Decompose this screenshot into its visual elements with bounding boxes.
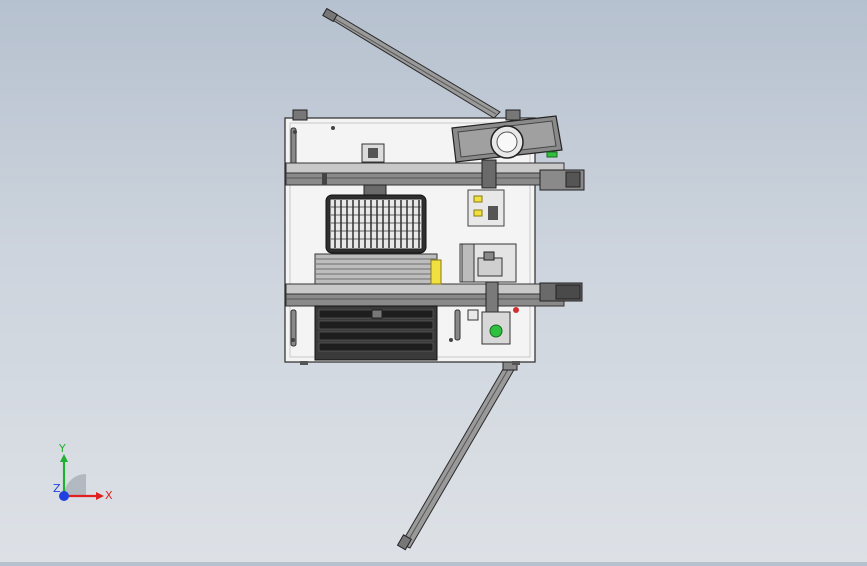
top-bracket[interactable] bbox=[361, 143, 385, 163]
lower-rail[interactable] bbox=[285, 282, 583, 307]
x-axis-label: X bbox=[105, 489, 113, 502]
grid-tray[interactable] bbox=[325, 194, 427, 254]
orientation-triad: X Y Z bbox=[40, 436, 120, 516]
z-axis-dot bbox=[59, 491, 69, 501]
loaded-tray[interactable] bbox=[314, 305, 438, 361]
control-box[interactable] bbox=[467, 307, 519, 345]
top-right-clamp[interactable] bbox=[505, 109, 521, 121]
top-left-clamp[interactable] bbox=[292, 109, 308, 121]
lower-carriage[interactable] bbox=[485, 281, 499, 313]
spindle-head[interactable] bbox=[451, 115, 563, 189]
feeder-block[interactable] bbox=[459, 243, 517, 283]
upper-arm[interactable] bbox=[322, 7, 501, 119]
y-axis-label: Y bbox=[58, 442, 66, 455]
lower-arm[interactable] bbox=[396, 359, 518, 551]
strip-tray[interactable] bbox=[314, 253, 442, 285]
green-button[interactable] bbox=[489, 324, 503, 338]
z-axis-label: Z bbox=[53, 482, 61, 495]
pick-module[interactable] bbox=[467, 189, 505, 227]
